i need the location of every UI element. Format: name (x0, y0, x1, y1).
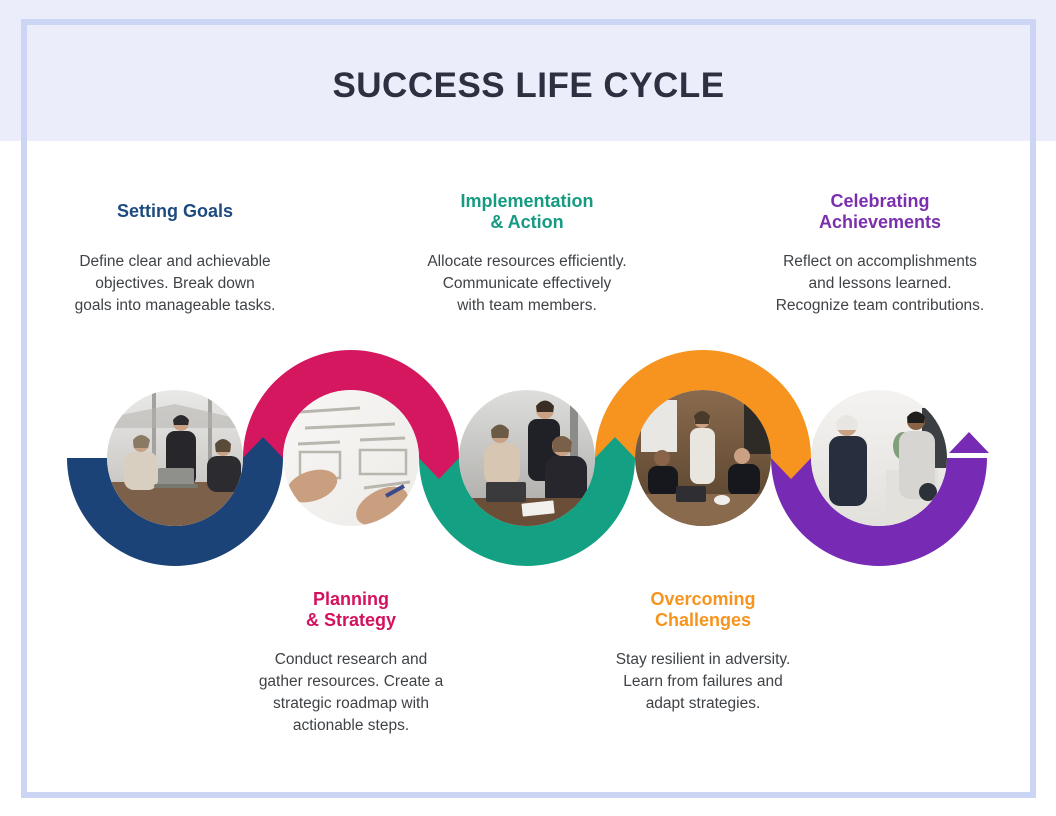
stage-heading-implementation-action: Implementation & Action (460, 190, 594, 233)
stage-description-celebrating-achievements: Reflect on accomplishments and lessons l… (775, 253, 985, 314)
page-title: SUCCESS LIFE CYCLE (332, 66, 725, 105)
stage-block-celebrating-achievements: Celebrating Achievements Reflect on acco… (748, 190, 1012, 317)
stage-block-implementation-action: Implementation & Action Allocate resourc… (397, 190, 657, 317)
stage-heading-planning-strategy: Planning & Strategy (305, 588, 397, 631)
stage-block-planning-strategy: Planning & Strategy Conduct research and… (221, 588, 481, 737)
stage-heading-setting-goals: Setting Goals (116, 201, 233, 222)
stage-block-setting-goals: Setting Goals Define clear and achievabl… (45, 190, 305, 317)
stage-description-setting-goals: Define clear and achievable objectives. … (74, 253, 276, 314)
stage-description-overcoming-challenges: Stay resilient in adversity. Learn from … (615, 651, 791, 712)
stage-description-planning-strategy: Conduct research and gather resources. C… (258, 651, 444, 734)
stage-description-implementation-action: Allocate resources efficiently. Communic… (427, 253, 627, 314)
stage-block-overcoming-challenges: Overcoming Challenges Stay resilient in … (573, 588, 833, 715)
stage-heading-overcoming-challenges: Overcoming Challenges (650, 588, 756, 631)
stage-heading-celebrating-achievements: Celebrating Achievements (818, 190, 942, 233)
card-border (21, 19, 1036, 798)
